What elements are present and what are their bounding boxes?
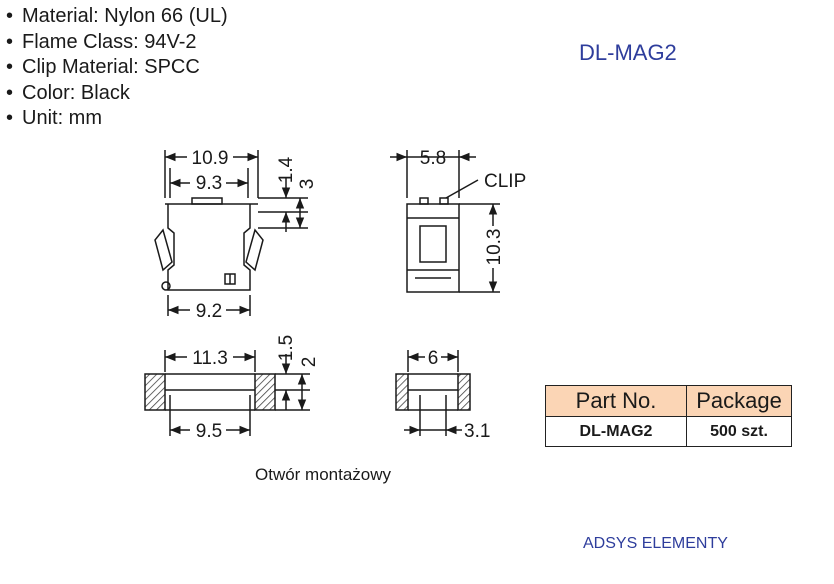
dim-side-height: 10.3: [484, 229, 505, 266]
dim-front-outer: 10.9: [192, 148, 229, 169]
brand-footer: ADSYS ELEMENTY: [583, 535, 728, 552]
bullet: •: [6, 30, 14, 53]
mounting-hole-caption: Otwór montażowy: [255, 465, 392, 484]
spec-item: • Material: Nylon 66 (UL): [6, 4, 228, 30]
hole-side-view: [395, 350, 471, 436]
dim-front-inner: 9.3: [196, 173, 222, 194]
cell-package: 500 szt.: [686, 416, 792, 447]
model-title: DL-MAG2: [579, 40, 677, 65]
bullet: •: [6, 56, 14, 78]
cell-part-no: DL-MAG2: [545, 416, 687, 447]
spec-unit: Unit: mm: [22, 107, 102, 129]
dim-hole-side-width: 6: [428, 348, 439, 369]
spec-item: • Clip Material: SPCC: [6, 55, 228, 81]
spec-flame-class: Flame Class: 94V-2: [22, 30, 197, 53]
dim-hole-h2: 2: [299, 357, 320, 368]
table-row: DL-MAG2 500 szt.: [545, 416, 792, 447]
part-table: Part No. Package DL-MAG2 500 szt.: [545, 385, 792, 447]
dim-hole-inner: 9.5: [196, 421, 222, 442]
dim-front-bottom: 9.2: [196, 301, 222, 322]
clip-label: CLIP: [484, 171, 526, 192]
dim-hole-side-inner: 3.1: [464, 421, 490, 442]
dim-side-width: 5.8: [420, 148, 446, 169]
dim-front-h2: 3: [297, 179, 318, 190]
dim-hole-h1: 1.5: [276, 335, 297, 361]
spec-clip-material: Clip Material: SPCC: [22, 56, 200, 78]
spec-item: • Unit: mm: [6, 106, 228, 132]
spec-material: Material: Nylon 66 (UL): [22, 5, 228, 27]
spec-color: Color: Black: [22, 81, 130, 104]
bullet: •: [6, 81, 14, 104]
spec-list: • Material: Nylon 66 (UL) • Flame Class: 9…: [6, 4, 228, 132]
spec-item: • Flame Class: 94V-2: [6, 30, 228, 56]
header-part-no: Part No.: [545, 385, 687, 417]
bullet: •: [6, 5, 14, 27]
dim-front-h1: 1.4: [276, 156, 297, 183]
hole-front-view: [144, 350, 310, 436]
bullet: •: [6, 107, 14, 129]
spec-item: • Color: Black: [6, 81, 228, 107]
table-header-row: Part No. Package: [545, 385, 792, 417]
dim-hole-outer: 11.3: [192, 348, 228, 369]
header-package: Package: [686, 385, 792, 417]
